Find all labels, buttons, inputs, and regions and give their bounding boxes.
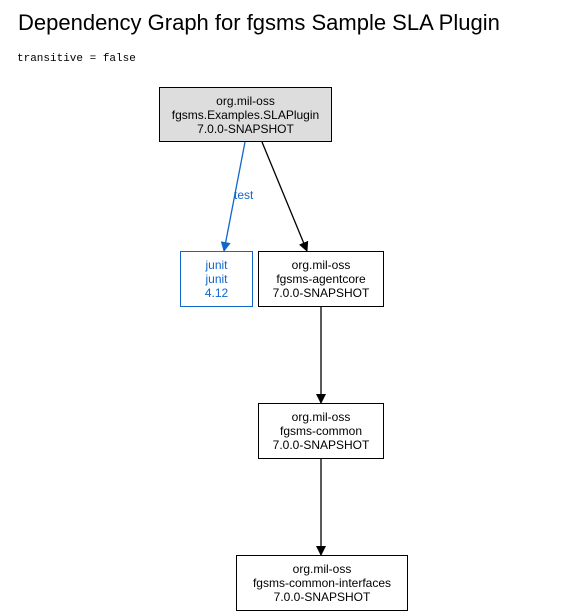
node-group: org.mil-oss	[216, 93, 275, 108]
node-fgsms-common: org.mil-oss fgsms-common 7.0.0-SNAPSHOT	[258, 403, 384, 459]
node-group: org.mil-oss	[291, 410, 351, 424]
node-artifact: fgsms-common-interfaces	[252, 576, 392, 590]
edge-label-test: test	[234, 188, 254, 202]
node-artifact: fgsms.Examples.SLAPlugin	[171, 107, 320, 122]
node-group: junit	[205, 258, 228, 272]
node-artifact: fgsms-common	[279, 424, 362, 438]
node-sla-plugin: org.mil-oss fgsms.Examples.SLAPlugin 7.0…	[159, 87, 332, 142]
node-version: 7.0.0-SNAPSHOT	[272, 438, 370, 452]
node-junit: junit junit 4.12	[180, 251, 253, 307]
node-fgsms-common-interfaces: org.mil-oss fgsms-common-interfaces 7.0.…	[236, 555, 408, 611]
page-title: Dependency Graph for fgsms Sample SLA Pl…	[18, 10, 500, 35]
edge-root-to-agentcore	[261, 141, 309, 252]
node-artifact: fgsms-agentcore	[276, 272, 366, 286]
node-group: org.mil-oss	[292, 562, 352, 576]
node-fgsms-agentcore: org.mil-oss fgsms-agentcore 7.0.0-SNAPSH…	[258, 251, 384, 307]
node-group: org.mil-oss	[291, 258, 351, 272]
node-version: 4.12	[204, 286, 229, 300]
node-artifact: junit	[205, 272, 228, 286]
node-version: 7.0.0-SNAPSHOT	[272, 286, 370, 300]
transitive-parameter: transitive = false	[17, 53, 136, 65]
node-version: 7.0.0-SNAPSHOT	[197, 121, 294, 136]
node-version: 7.0.0-SNAPSHOT	[273, 590, 371, 604]
edge-root-to-junit	[220, 141, 246, 252]
